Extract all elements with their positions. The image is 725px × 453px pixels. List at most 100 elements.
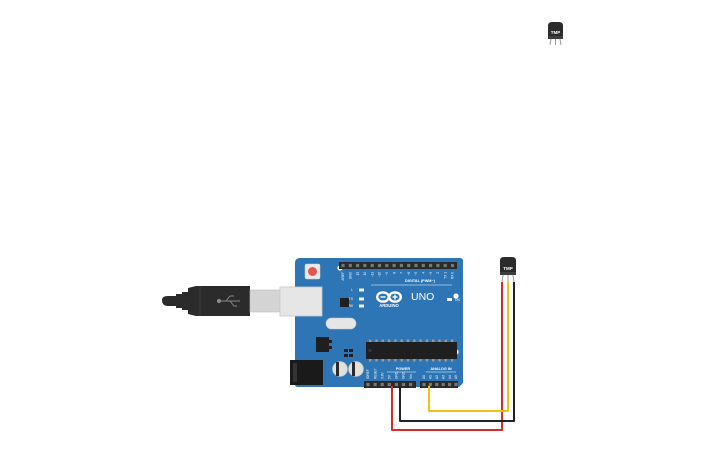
digital-pin-hole[interactable] <box>377 263 382 268</box>
mcu-pin <box>450 339 454 342</box>
digital-pin-hole[interactable] <box>370 263 374 268</box>
sensor-main-leg <box>501 274 504 283</box>
digital-pin-header <box>339 262 457 269</box>
voltage-regulator <box>316 337 329 352</box>
wires <box>391 282 515 431</box>
digital-pin-label: ~9 <box>385 272 389 276</box>
power-pin-hole[interactable] <box>401 382 406 387</box>
mcu-pin <box>438 339 441 342</box>
usb-interface-chip <box>340 298 349 307</box>
power-pin-hole[interactable] <box>394 382 398 387</box>
analog-pin-hole[interactable] <box>454 382 458 387</box>
digital-pin-hole[interactable] <box>399 263 403 268</box>
mcu-pin <box>444 339 447 342</box>
digital-pin-hole[interactable] <box>356 263 360 268</box>
usb-metal-connector <box>249 289 281 313</box>
mcu-pin <box>419 339 422 342</box>
on-led-label: ON <box>455 298 460 302</box>
analog-pin-header <box>420 381 458 388</box>
mcu-pin <box>450 359 454 362</box>
sensor-top-body <box>548 22 563 38</box>
digital-section-label: DIGITAL (PWM~) <box>405 279 436 283</box>
sensor-top-leg <box>549 38 552 46</box>
digital-pin-hole[interactable] <box>348 263 352 268</box>
digital-pin-hole[interactable] <box>363 263 367 268</box>
usb-b-jack <box>279 286 323 317</box>
power-pin-label: 5V <box>388 374 392 379</box>
mcu-pin <box>419 359 422 362</box>
mcu-pin <box>413 359 416 362</box>
analog-pin-hole[interactable] <box>422 382 426 387</box>
digital-pin-label: ~3 <box>429 272 433 276</box>
power-pin-hole[interactable] <box>380 382 384 387</box>
power-pin-holes <box>366 382 413 387</box>
sensor-main-leg <box>512 274 515 283</box>
mcu-pin <box>406 359 410 362</box>
analog-pin-label: A5 <box>454 375 458 379</box>
mcu-pin <box>432 339 435 342</box>
wire-black-gnd[interactable] <box>399 282 515 422</box>
mcu-pin <box>413 339 416 342</box>
usb-symbol-icon <box>216 295 240 307</box>
digital-pin-label: ~10 <box>378 272 382 278</box>
mcu-pin <box>432 359 435 362</box>
digital-pin-hole[interactable] <box>436 263 440 268</box>
smd-component <box>349 354 353 357</box>
power-pin-hole[interactable] <box>366 382 370 387</box>
digital-pin-hole[interactable] <box>385 263 389 268</box>
digital-pin-hole[interactable] <box>414 263 418 268</box>
on-led <box>447 298 452 301</box>
led-rx-label: RX <box>349 304 354 308</box>
power-pin-hole[interactable] <box>387 382 391 387</box>
power-pin-hole[interactable] <box>373 382 377 387</box>
digital-pin-hole[interactable] <box>392 263 396 268</box>
digital-pin-hole[interactable] <box>421 263 425 268</box>
digital-pin-label: 2 <box>436 272 440 274</box>
power-pin-label: Vin <box>409 374 413 379</box>
mcu-pin <box>425 359 429 362</box>
sensor-top-label: TMP <box>551 30 561 35</box>
arduino-logo <box>376 291 403 303</box>
power-section-label: POWER <box>396 367 411 371</box>
mcu-pin <box>369 359 372 362</box>
led-rx <box>359 304 364 308</box>
mcu-pin <box>394 359 397 362</box>
mcu-pin <box>381 339 384 342</box>
mcu-pins <box>369 339 454 362</box>
digital-pin-hole[interactable] <box>450 263 455 268</box>
power-pin-hole[interactable] <box>409 382 413 387</box>
digital-pin-hole[interactable] <box>407 263 411 268</box>
wire-yellow-a0[interactable] <box>428 282 509 412</box>
mcu-pin <box>375 339 378 342</box>
digital-pin-hole[interactable] <box>341 263 345 268</box>
wire-red-5v[interactable] <box>391 282 503 431</box>
analog-pin-label: A4 <box>448 375 452 379</box>
digital-pin-label: 13 <box>356 272 360 276</box>
digital-pin-label: AREF <box>341 272 345 281</box>
mcu-pin <box>387 359 391 362</box>
digital-pin-label: 4 <box>422 272 426 274</box>
power-pin-label: RESET <box>373 368 377 379</box>
analog-pin-holes <box>422 382 458 387</box>
analog-pin-hole[interactable] <box>435 382 439 387</box>
digital-pin-label: 12 <box>363 272 367 276</box>
digital-pin-hole[interactable] <box>443 263 447 268</box>
reset-button-cap[interactable] <box>308 267 317 276</box>
smd-component <box>344 349 348 352</box>
usb-cable[interactable] <box>162 286 281 316</box>
analog-pin-hole[interactable] <box>441 382 445 387</box>
digital-pin-label: GND <box>349 271 353 279</box>
digital-pin-hole[interactable] <box>429 263 433 268</box>
mcu-pin <box>400 359 403 362</box>
capacitor <box>348 361 364 377</box>
led-tx <box>359 297 364 301</box>
temperature-sensor-top[interactable]: TMP <box>548 22 563 46</box>
digital-pin-label: ~11 <box>370 272 374 277</box>
temperature-sensor-main[interactable]: TMP <box>500 257 516 283</box>
crystal-oscillator <box>325 317 357 330</box>
analog-pin-hole[interactable] <box>428 382 432 387</box>
analog-pin-hole[interactable] <box>448 382 452 387</box>
